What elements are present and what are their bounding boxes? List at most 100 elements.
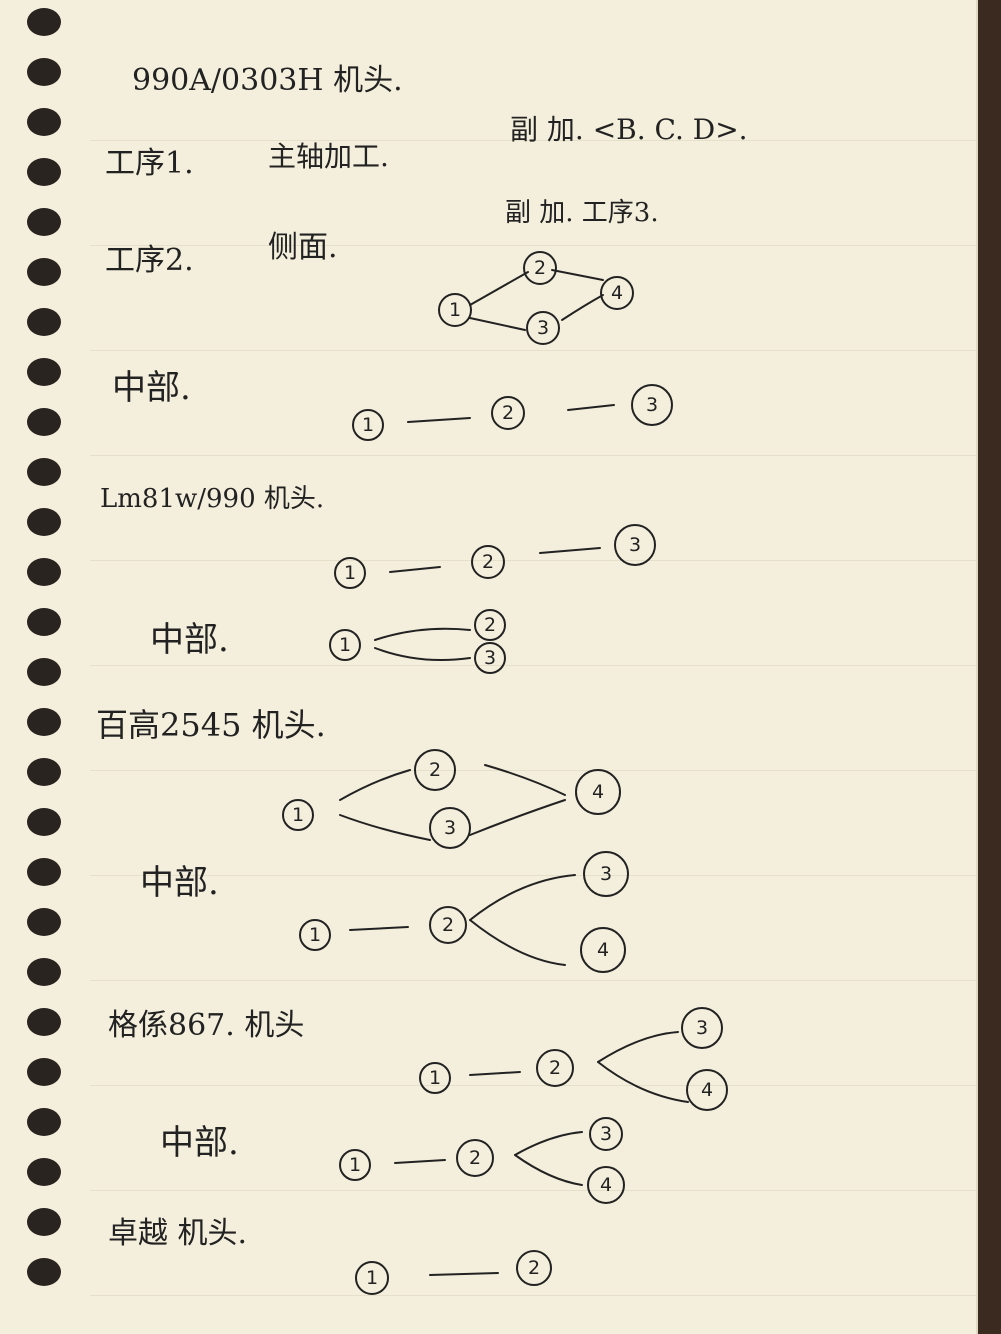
node-3-circle	[681, 1007, 723, 1049]
node-1-circle	[352, 409, 384, 441]
ruled-line	[90, 1190, 976, 1191]
node-2-circle	[471, 545, 505, 579]
edge-line	[394, 1159, 446, 1164]
edge-line	[539, 547, 601, 554]
edge-line	[469, 271, 529, 306]
process2-note: 副 加. 工序3.	[505, 198, 659, 228]
ruled-line	[90, 875, 976, 876]
process2-text: 侧面.	[268, 230, 338, 265]
diagram-branch: 1 2 3 4	[339, 1117, 625, 1204]
ruled-line	[90, 140, 976, 141]
node-3-label: 3	[600, 1123, 612, 1145]
node-3-label: 3	[484, 647, 496, 669]
ruled-line	[90, 770, 976, 771]
node-4-circle	[600, 276, 634, 310]
node-1-circle	[339, 1149, 371, 1181]
edge-line	[597, 1031, 679, 1063]
node-1-circle	[334, 557, 366, 589]
section-label: Lm81w/990 机头.	[100, 484, 325, 514]
node-2-label: 2	[528, 1257, 540, 1279]
process2-label: 工序2.	[105, 243, 194, 278]
node-1-circle	[355, 1261, 389, 1295]
node-4-label: 4	[611, 282, 623, 304]
edge-line	[469, 317, 526, 331]
node-3-circle	[526, 311, 560, 345]
node-3-circle	[583, 851, 629, 897]
node-1-label: 1	[366, 1267, 378, 1289]
node-2-label: 2	[484, 614, 496, 636]
diagram-process-tree: 1 2 3 4	[438, 251, 634, 345]
section-label: 百高2545 机头.	[96, 706, 326, 744]
node-3-label: 3	[537, 317, 549, 339]
edge-line	[429, 1272, 499, 1276]
edge-line	[349, 926, 409, 931]
node-4-circle	[587, 1166, 625, 1204]
edge-line	[484, 764, 566, 796]
node-4-label: 4	[592, 781, 604, 803]
node-1-label: 1	[429, 1067, 441, 1089]
process1-note: 副 加. <B. C. D>.	[510, 113, 748, 146]
node-2-circle	[414, 749, 456, 791]
ruled-line	[90, 1295, 976, 1296]
node-2-circle	[536, 1049, 574, 1087]
node-1-label: 1	[344, 562, 356, 584]
node-3-circle	[589, 1117, 623, 1151]
node-1-circle	[299, 919, 331, 951]
node-2-label: 2	[482, 551, 494, 573]
edge-line	[597, 1061, 689, 1103]
node-2-circle	[516, 1250, 552, 1286]
node-1-label: 1	[362, 414, 374, 436]
diagram-chain: 1 2	[355, 1250, 552, 1295]
edge-line	[469, 874, 576, 921]
edge-line	[339, 769, 411, 801]
node-2-circle	[474, 609, 506, 641]
node-4-label: 4	[600, 1174, 612, 1196]
edge-line	[514, 1131, 583, 1156]
edge-line	[374, 627, 471, 641]
section-label: 中部.	[150, 620, 229, 660]
notebook-page	[0, 0, 978, 1334]
node-2-circle	[491, 396, 525, 430]
edge-line	[561, 294, 604, 321]
node-3-circle	[474, 642, 506, 674]
section-label: 卓越 机头.	[108, 1216, 248, 1251]
process1-label: 工序1.	[105, 146, 194, 181]
node-4-circle	[686, 1069, 728, 1111]
node-1-label: 1	[349, 1154, 361, 1176]
node-4-label: 4	[597, 939, 609, 961]
ruled-line	[90, 350, 976, 351]
diagram-chain: 1 2 3	[334, 524, 656, 589]
diagram-branch: 1 2 3 4	[419, 1007, 728, 1111]
node-1-label: 1	[309, 924, 321, 946]
diagram-branch: 1 2 3	[329, 609, 506, 674]
node-2-circle	[523, 251, 557, 285]
node-3-circle	[631, 384, 673, 426]
ruled-line	[90, 560, 976, 561]
edge-line	[407, 417, 471, 423]
node-3-label: 3	[696, 1017, 708, 1039]
edge-line	[469, 799, 566, 836]
node-2-label: 2	[429, 759, 441, 781]
diagram-process-tree: 1 2 3 4	[282, 749, 621, 849]
node-3-label: 3	[444, 817, 456, 839]
diagram-branch: 1 2 3 4	[299, 851, 629, 973]
node-1-label: 1	[449, 299, 461, 321]
node-2-label: 2	[469, 1147, 481, 1169]
node-1-label: 1	[292, 804, 304, 826]
node-3-circle	[614, 524, 656, 566]
edge-line	[567, 404, 615, 411]
edge-line	[389, 566, 441, 573]
node-3-label: 3	[646, 394, 658, 416]
diagram-chain: 1 2 3	[352, 384, 673, 441]
node-3-label: 3	[600, 863, 612, 885]
node-3-label: 3	[629, 534, 641, 556]
node-2-label: 2	[534, 257, 546, 279]
node-4-label: 4	[701, 1079, 713, 1101]
node-4-circle	[580, 927, 626, 973]
node-1-circle	[438, 293, 472, 327]
node-1-label: 1	[339, 634, 351, 656]
heading-line: 990A/0303H 机头.	[132, 63, 403, 98]
section-label: 中部.	[160, 1123, 239, 1163]
node-1-circle	[329, 629, 361, 661]
ruled-line	[90, 245, 976, 246]
